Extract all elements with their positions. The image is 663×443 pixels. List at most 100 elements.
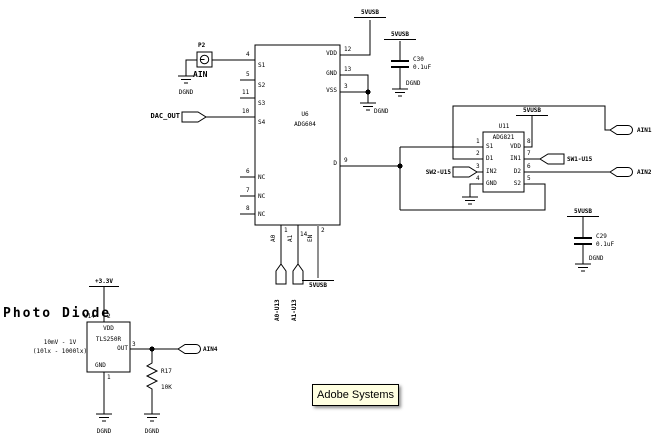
vusb-flag-label: 5VUSB (384, 31, 416, 40)
a1-u13-flag[interactable] (292, 263, 304, 285)
u11-pin-number: 6 (527, 163, 531, 170)
p2-connector-symbol[interactable] (196, 51, 213, 68)
dgnd-label: DGND (374, 108, 389, 115)
u11-part-label: ADG821 (492, 134, 515, 141)
junction-dot (149, 346, 155, 352)
a0-u13-flag[interactable] (275, 263, 287, 285)
vusb-flag-label: 5VUSB (354, 9, 386, 18)
u6-pin-name: VDD (326, 50, 337, 57)
u11-pin-name: GND (486, 180, 497, 187)
u11-pin-number: 5 (527, 175, 531, 182)
dgnd-label: DGND (96, 428, 112, 435)
wire (452, 105, 610, 160)
u11-pin-name: IN1 (510, 155, 521, 162)
u14-pin-name: GND (95, 362, 106, 369)
u6-pin-number: 8 (246, 205, 250, 212)
u11-pin-name: VDD (510, 143, 521, 150)
ain1-label: AIN1 (637, 127, 652, 134)
u14-pin-number: 1 (107, 374, 111, 381)
u14-pin-number: 2 (107, 313, 111, 320)
u6-pin-name: GND (326, 70, 337, 77)
ground-symbol (96, 413, 112, 422)
c30-ref-label: C30 (413, 56, 424, 63)
dgnd-label: DGND (178, 89, 194, 96)
u11-pin-name: D2 (513, 168, 521, 175)
a0-u13-label: A0-U13 (274, 299, 281, 321)
u14-ref-label: U14 (84, 313, 95, 320)
u6-pin-number: 1 (284, 227, 288, 234)
r17-ref-label: R17 (161, 368, 172, 375)
u6-pin-number: 14 (300, 231, 308, 238)
a1-u13-label: A1-U13 (291, 299, 298, 321)
u6-pin-number: 6 (246, 168, 250, 175)
u6-pin-name: NC (258, 211, 266, 218)
u6-pin-number: 2 (321, 227, 325, 234)
dgnd-label: DGND (589, 255, 604, 262)
u11-pin-number: 3 (476, 163, 480, 170)
ain4-flag[interactable] (177, 344, 201, 354)
ground-symbol (575, 263, 591, 272)
u14-body[interactable] (86, 321, 131, 373)
u11-pin-number: 1 (476, 138, 480, 145)
r17-resistor[interactable] (145, 349, 159, 414)
wire (524, 116, 533, 148)
ain2-label: AIN2 (637, 169, 652, 176)
dgnd-label: DGND (144, 428, 160, 435)
ground-symbol (392, 88, 408, 97)
u11-pin-name: S1 (486, 143, 494, 150)
sw2-u15-label: SW2-U15 (425, 169, 451, 176)
dac-out-label: DAC_OUT (150, 112, 180, 120)
u6-pin-name: S2 (258, 82, 266, 89)
c30-value-label: 0.1uF (413, 64, 432, 71)
u11-ref-label: U11 (498, 123, 510, 130)
vusb-flag-label: 5VUSB (567, 208, 599, 217)
dac-out-flag[interactable] (181, 111, 207, 123)
u11-body[interactable] (482, 131, 525, 193)
ground-symbol (144, 413, 160, 422)
vusb-flag-label: 5VUSB (516, 107, 548, 116)
u6-pin-number: 9 (344, 157, 348, 164)
u6-pin-name: VSS (326, 87, 337, 94)
ain4-label: AIN4 (203, 346, 218, 353)
u6-pin-number: 3 (344, 83, 348, 90)
u6-ref-label: U6 (301, 111, 309, 118)
ground-symbol (178, 75, 194, 84)
c29-ref-label: C29 (596, 233, 607, 240)
u6-part-label: ADG604 (294, 121, 316, 128)
sw1-flag[interactable] (539, 153, 565, 165)
c29-capacitor[interactable] (574, 237, 592, 245)
u14-pin-name: VDD (103, 325, 114, 332)
u11-pin-number: 8 (527, 138, 531, 145)
u6-pin-number: 11 (242, 89, 250, 96)
photo-diode-range-lx: (10lx - 1000lx) (32, 348, 88, 355)
wire (185, 59, 197, 76)
ain2-flag[interactable] (609, 167, 633, 177)
u11-pin-number: 7 (527, 150, 531, 157)
u14-pin-name: OUT (117, 345, 128, 352)
vusb-flag-label: 5VUSB (302, 280, 334, 289)
u6-pin-number: 12 (344, 46, 352, 53)
u6-pin-number: 4 (246, 51, 250, 58)
photo-diode-title: Photo Diode (3, 306, 112, 321)
u6-pin-name: NC (258, 193, 266, 200)
u6-pin-number: 10 (242, 108, 250, 115)
c30-capacitor[interactable] (391, 60, 409, 68)
u6-pin-name: EN (307, 234, 314, 242)
u14-part-label: TLS250R (95, 336, 122, 343)
ain-net-label: AIN (193, 70, 208, 79)
u6-pin-name: S4 (258, 119, 266, 126)
wire (469, 183, 483, 197)
u11-pin-number: 4 (476, 175, 480, 182)
u11-pin-name: D1 (486, 155, 494, 162)
c29-value-label: 0.1uF (596, 241, 615, 248)
sw2-flag[interactable] (452, 166, 478, 178)
u6-pin-name: A0 (270, 234, 277, 242)
v33-flag-label: +3.3V (89, 278, 119, 287)
u6-pin-name: A1 (287, 234, 294, 242)
wire (400, 183, 546, 211)
u6-pin-name: NC (258, 174, 266, 181)
u14-pin-number: 3 (132, 341, 136, 348)
ain1-flag[interactable] (609, 125, 633, 135)
